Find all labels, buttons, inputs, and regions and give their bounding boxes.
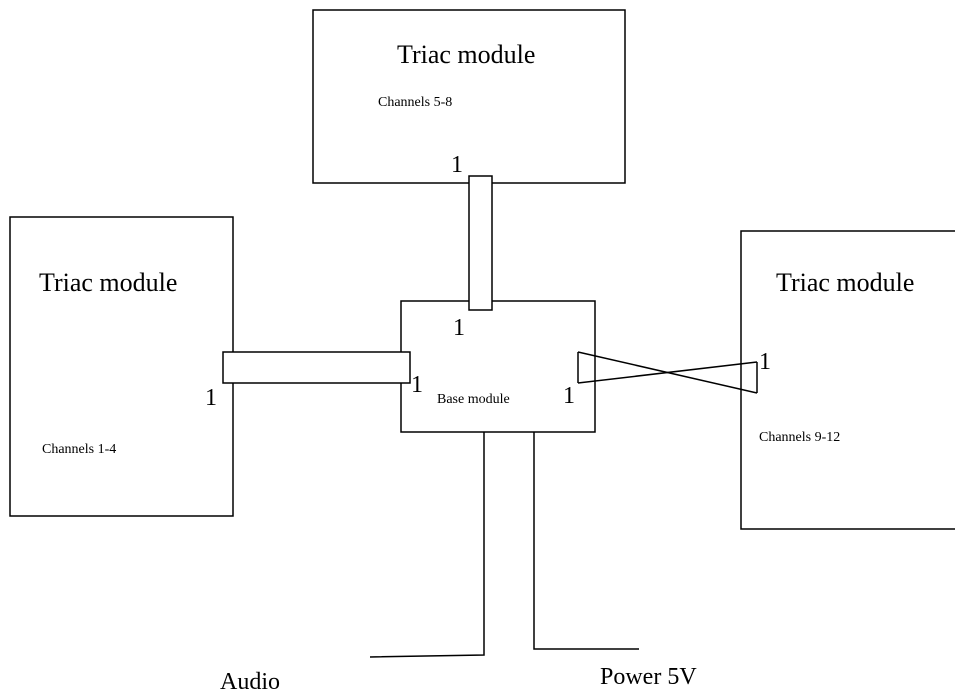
triac-module-left-channels: Channels 1-4 [42, 442, 116, 457]
triac-module-top-channels: Channels 5-8 [378, 95, 452, 110]
base-module-title: Base module [437, 392, 510, 407]
triac-module-right-channels: Channels 9-12 [759, 430, 840, 445]
audio-wire: Audio [220, 432, 485, 695]
ribbon-cable-left [222, 351, 411, 384]
base-module-top-pin-label: 1 [453, 315, 465, 341]
triac-module-right: Triac module Channels 9-12 1 [740, 230, 955, 530]
triac-module-right-box [740, 230, 955, 530]
triac-module-top-box [312, 9, 626, 184]
triac-module-top-title: Triac module [397, 40, 535, 69]
triac-module-left-pin-label: 1 [205, 385, 217, 411]
audio-wire-label: Audio [220, 669, 280, 695]
base-module: Base module 1 1 1 [400, 300, 596, 433]
triac-module-left: Triac module Channels 1-4 1 [9, 216, 234, 517]
power-wire: Power 5V [533, 432, 697, 690]
triac-module-right-title: Triac module [776, 268, 914, 297]
base-module-left-pin-label: 1 [411, 372, 423, 398]
base-module-right-pin-label: 1 [563, 383, 575, 409]
triac-module-left-box [9, 216, 234, 517]
base-module-box [400, 300, 596, 433]
triac-module-top: Triac module Channels 5-8 1 [312, 9, 626, 184]
triac-module-top-pin-label: 1 [451, 152, 463, 178]
triac-module-right-pin-label: 1 [759, 349, 771, 375]
ribbon-cable-right-twisted [577, 351, 758, 394]
power-wire-label: Power 5V [600, 664, 697, 690]
triac-module-left-title: Triac module [39, 268, 177, 297]
ribbon-cable-top [468, 175, 493, 311]
